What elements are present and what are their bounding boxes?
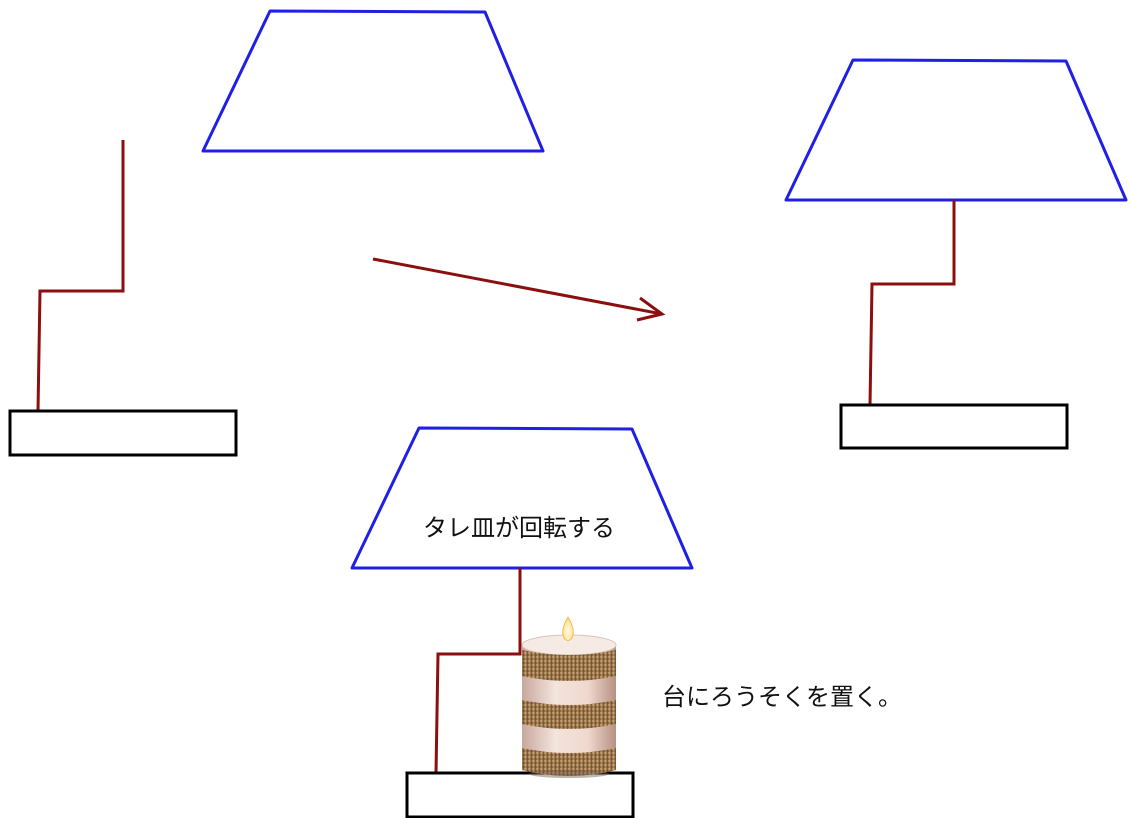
base-3 bbox=[405, 771, 635, 818]
panel-1-disassembled bbox=[8, 9, 545, 457]
stand-wire-1 bbox=[36, 140, 125, 412]
panel-2-assembled bbox=[784, 58, 1128, 450]
lampshade-2 bbox=[784, 58, 1128, 202]
transition-arrow bbox=[372, 257, 666, 322]
stand-wire-3 bbox=[434, 568, 522, 774]
candle-image bbox=[521, 616, 617, 778]
shade-rotates-label: タレ皿が回転する bbox=[423, 514, 615, 542]
panel-3-with-candle: タレ皿が回転する 台にろうそくを置く。 bbox=[350, 426, 902, 818]
lampshade-1 bbox=[201, 9, 545, 153]
lampshade-3 bbox=[350, 426, 694, 570]
stand-wire-2 bbox=[868, 200, 956, 406]
base-1 bbox=[8, 409, 238, 457]
base-2 bbox=[839, 403, 1069, 450]
place-candle-label: 台にろうそくを置く。 bbox=[662, 683, 902, 711]
